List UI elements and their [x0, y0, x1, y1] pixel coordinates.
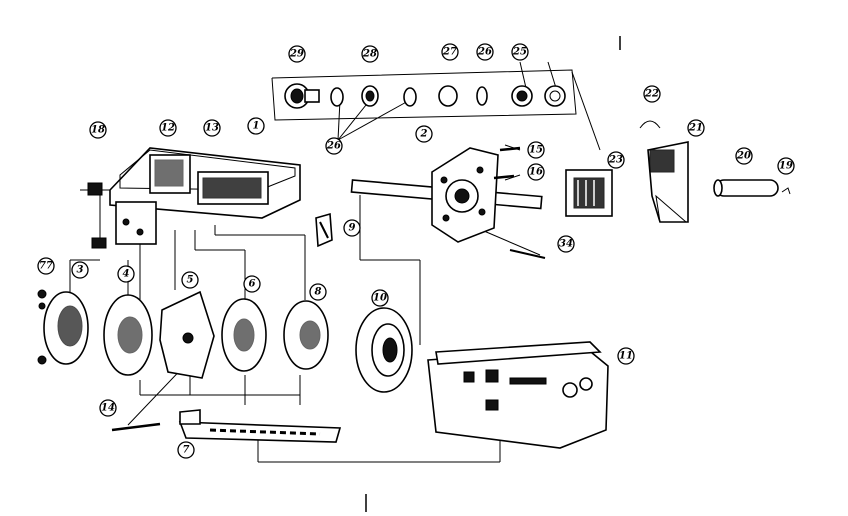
callout-label: 22 — [644, 89, 659, 100]
callout-label: 23 — [608, 155, 623, 166]
callout-label: 25 — [512, 47, 527, 58]
callout-label: 3 — [77, 265, 84, 276]
callout-c1: 1 — [247, 117, 265, 135]
callout-c18: 18 — [89, 121, 107, 139]
callout-label: 26 — [477, 47, 492, 58]
shaft-assembly — [350, 146, 546, 259]
callout-label: 15 — [529, 145, 543, 156]
callout-c23: 23 — [607, 151, 625, 169]
part-7-rack — [178, 409, 342, 443]
callout-label: 26 — [326, 141, 341, 152]
callout-label: 19 — [779, 161, 793, 172]
part-3-wafer — [37, 289, 89, 365]
part-11-housing — [427, 341, 609, 449]
callout-c26b: 26 — [325, 137, 343, 155]
callout-c34: 34 — [557, 235, 575, 253]
callout-c22: 22 — [643, 85, 661, 103]
callout-c15: 15 — [527, 141, 545, 159]
callout-label: 18 — [91, 125, 105, 136]
top-chassis-assembly — [87, 147, 301, 249]
part-6-wafer — [221, 298, 267, 372]
callout-label: 10 — [373, 293, 387, 304]
callout-label: 13 — [205, 123, 219, 134]
callout-label: 1 — [253, 121, 260, 132]
callout-c12: 12 — [159, 119, 177, 137]
callout-c14: 14 — [99, 399, 117, 417]
callout-label: 8 — [315, 287, 322, 298]
callout-c2: 2 — [415, 125, 433, 143]
callout-c77: 77 — [37, 257, 55, 275]
callout-label: 12 — [161, 123, 175, 134]
callout-c13: 13 — [203, 119, 221, 137]
part-10-rotor — [355, 307, 413, 393]
callout-label: 29 — [289, 49, 304, 60]
callout-c8: 8 — [309, 283, 327, 301]
part-20-pin — [713, 179, 791, 197]
part-4-wafer — [103, 294, 153, 376]
callout-label: 7 — [183, 445, 190, 456]
callout-c9: 9 — [343, 219, 361, 237]
callout-c29: 29 — [288, 45, 306, 63]
callout-c6: 6 — [243, 275, 261, 293]
part-8-wafer — [283, 300, 329, 370]
callout-label: 28 — [362, 49, 377, 60]
callout-c3: 3 — [71, 261, 89, 279]
part-21-bracket — [639, 120, 689, 223]
callout-c27: 27 — [441, 43, 459, 61]
callout-label: 77 — [39, 261, 53, 272]
callout-label: 6 — [249, 279, 256, 290]
callout-label: 5 — [187, 275, 194, 286]
callout-label: 16 — [529, 167, 543, 178]
washer-set — [284, 83, 566, 109]
callout-c11: 11 — [617, 347, 635, 365]
callout-label: 34 — [559, 239, 573, 250]
callout-label: 21 — [688, 123, 703, 134]
callout-label: 14 — [101, 403, 115, 414]
callout-label: 20 — [736, 151, 751, 162]
callout-label: 11 — [619, 351, 633, 362]
callout-c25: 25 — [511, 43, 529, 61]
callout-c26a: 26 — [476, 43, 494, 61]
callout-c28: 28 — [361, 45, 379, 63]
part-9-clip — [315, 212, 333, 248]
callout-label: 2 — [420, 129, 428, 140]
part-14-wire — [111, 422, 161, 432]
callout-label: 9 — [349, 223, 356, 234]
callout-c4: 4 — [117, 265, 135, 283]
callout-label: 4 — [123, 269, 130, 280]
callout-c21: 21 — [687, 119, 705, 137]
callout-c16: 16 — [527, 163, 545, 181]
part-23-terminal-block — [565, 169, 613, 217]
callout-c10: 10 — [371, 289, 389, 307]
callout-c20: 20 — [735, 147, 753, 165]
callout-c7: 7 — [177, 441, 195, 459]
part-5-wafer — [159, 290, 215, 379]
callout-label: 27 — [442, 47, 457, 58]
callout-c19: 19 — [777, 157, 795, 175]
callout-c5: 5 — [181, 271, 199, 289]
